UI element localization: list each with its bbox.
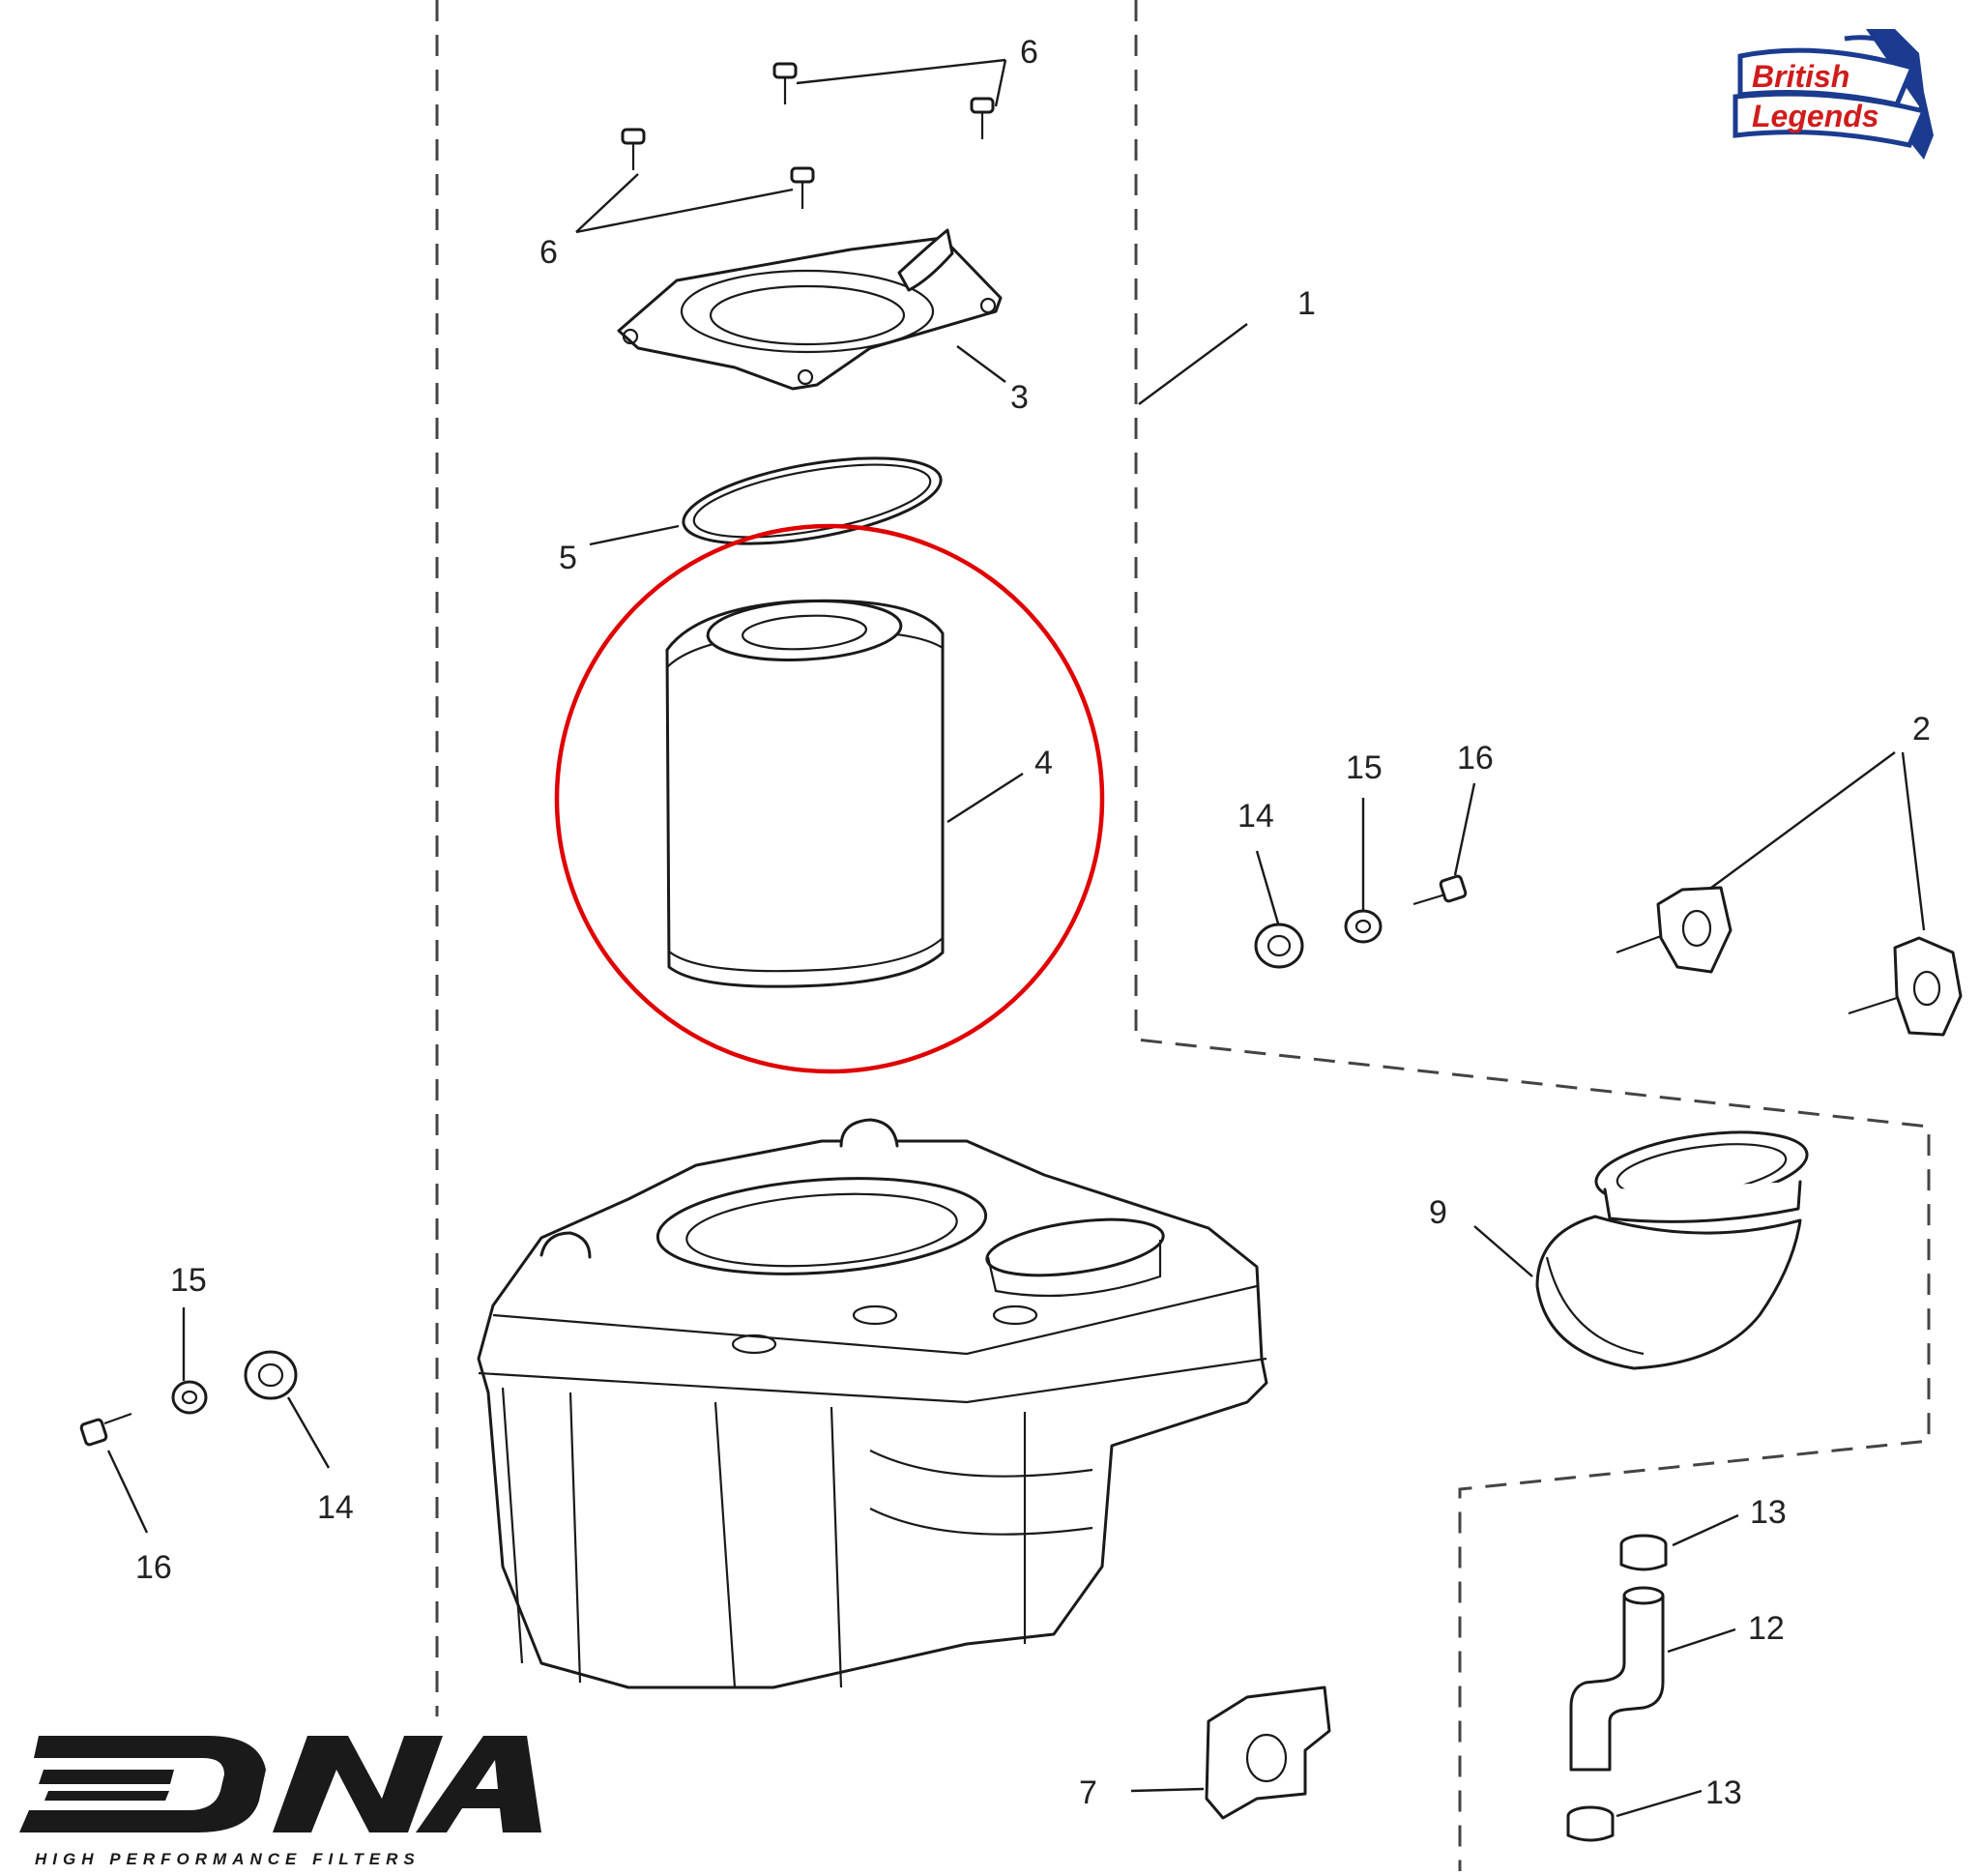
screw-icon — [970, 97, 995, 139]
label-13-bottom: 13 — [1705, 1774, 1742, 1811]
label-13-top: 13 — [1750, 1494, 1787, 1531]
label-14-left: 14 — [317, 1489, 354, 1526]
label-15-left: 15 — [170, 1262, 207, 1299]
brand-british: British — [1752, 59, 1849, 94]
label-6-top: 6 — [1020, 34, 1038, 71]
label-9: 9 — [1429, 1194, 1447, 1231]
screw-icon — [621, 128, 646, 170]
label-12: 12 — [1748, 1610, 1785, 1647]
label-5: 5 — [559, 540, 577, 576]
screw-icon — [790, 166, 815, 209]
label-7: 7 — [1079, 1774, 1097, 1811]
dna-wordmark — [19, 1736, 541, 1832]
label-16-left: 16 — [135, 1549, 172, 1586]
british-legends-logo: British Legends — [1732, 29, 1934, 160]
screw-icon — [772, 62, 798, 104]
airbox-part-1 — [477, 1118, 1268, 1689]
dna-tagline: HIGH PERFORMANCE FILTERS — [35, 1850, 421, 1868]
label-6-left: 6 — [539, 234, 558, 271]
clip-part-7 — [1130, 1685, 1331, 1820]
label-15-right: 15 — [1346, 749, 1383, 786]
screw-group-6 — [575, 58, 1007, 234]
seal-ring-part-5 — [589, 456, 943, 546]
leader-1 — [1138, 323, 1248, 405]
bolt-part-16-right — [1412, 782, 1476, 906]
label-4: 4 — [1034, 745, 1053, 781]
cap-part-13-top — [1619, 1513, 1739, 1571]
air-filter-part-4 — [665, 599, 1024, 988]
washer-part-15-right — [1344, 798, 1383, 944]
label-2: 2 — [1912, 711, 1931, 747]
grommet-part-14-left — [244, 1350, 331, 1469]
bracket-part-2 — [1616, 751, 1963, 1037]
label-1: 1 — [1297, 285, 1316, 322]
highlight-circle — [554, 523, 1105, 1074]
assembly-boundary-dashes — [435, 0, 1931, 1871]
label-3: 3 — [1010, 379, 1029, 416]
grommet-part-14-right — [1254, 850, 1304, 969]
label-16-right: 16 — [1457, 740, 1494, 777]
hose-part-12 — [1569, 1586, 1736, 1772]
callout-labels: 1 2 3 4 5 6 6 7 9 12 13 13 14 14 15 15 1… — [135, 34, 1931, 1811]
brand-legends: Legends — [1752, 99, 1879, 133]
washer-part-15-left — [171, 1307, 208, 1415]
dna-logo: HIGH PERFORMANCE FILTERS — [19, 1736, 541, 1868]
bolt-part-16-left — [79, 1412, 149, 1534]
label-14-right: 14 — [1238, 798, 1274, 835]
cap-part-13-bottom — [1566, 1789, 1703, 1842]
intake-elbow-part-9 — [1473, 1130, 1809, 1370]
cover-plate-part-3 — [617, 228, 1006, 391]
